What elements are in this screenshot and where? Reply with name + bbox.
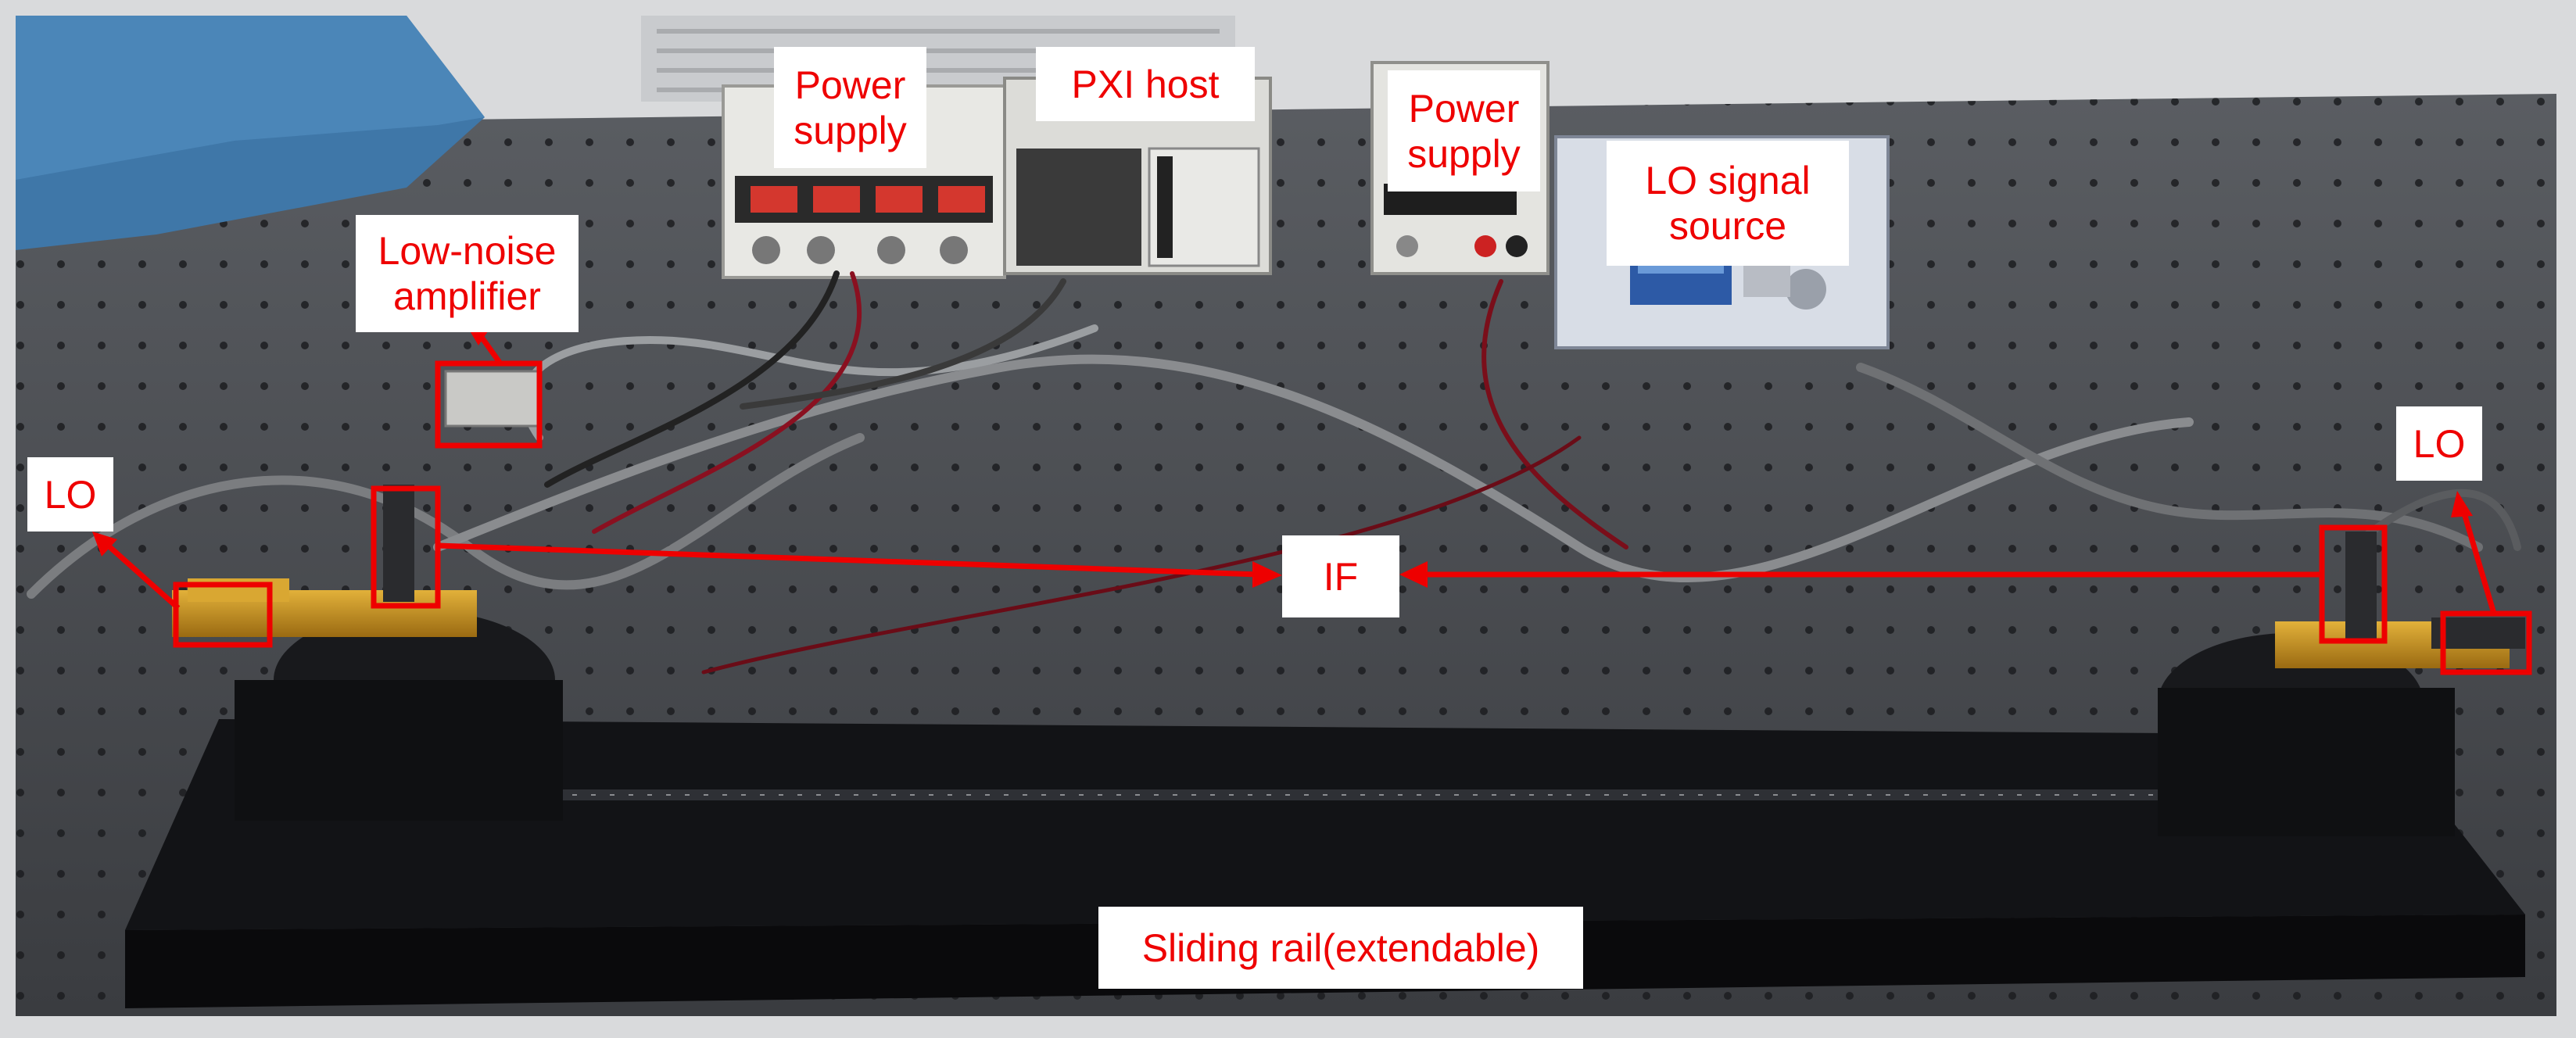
if-right-highlight-box bbox=[2319, 524, 2388, 644]
label-power-supply-left: Power supply bbox=[774, 47, 926, 168]
label-power-supply-right: Power supply bbox=[1388, 70, 1540, 191]
right-mount bbox=[2158, 532, 2525, 836]
low-noise-amplifier-device bbox=[444, 370, 541, 428]
lo-right-arrow bbox=[2460, 507, 2497, 614]
lo-left-arrow bbox=[103, 541, 181, 610]
label-sliding-rail: Sliding rail(extendable) bbox=[1098, 907, 1583, 989]
label-lo-right: LO bbox=[2396, 406, 2482, 481]
label-lo-signal-source: LO signal source bbox=[1607, 141, 1849, 266]
lo-right-highlight-box bbox=[2440, 610, 2532, 675]
if-left-arrow bbox=[437, 542, 1259, 578]
label-pxi-host: PXI host bbox=[1036, 47, 1255, 121]
label-low-noise-amplifier: Low-noise amplifier bbox=[356, 215, 579, 332]
label-if: IF bbox=[1282, 535, 1399, 617]
lna-highlight-box bbox=[435, 360, 543, 449]
lo-left-highlight-box bbox=[173, 582, 273, 648]
label-lo-left: LO bbox=[27, 457, 113, 532]
left-mount bbox=[172, 485, 563, 821]
lna-arrow bbox=[478, 334, 503, 366]
annotation-boxes bbox=[173, 360, 2532, 675]
